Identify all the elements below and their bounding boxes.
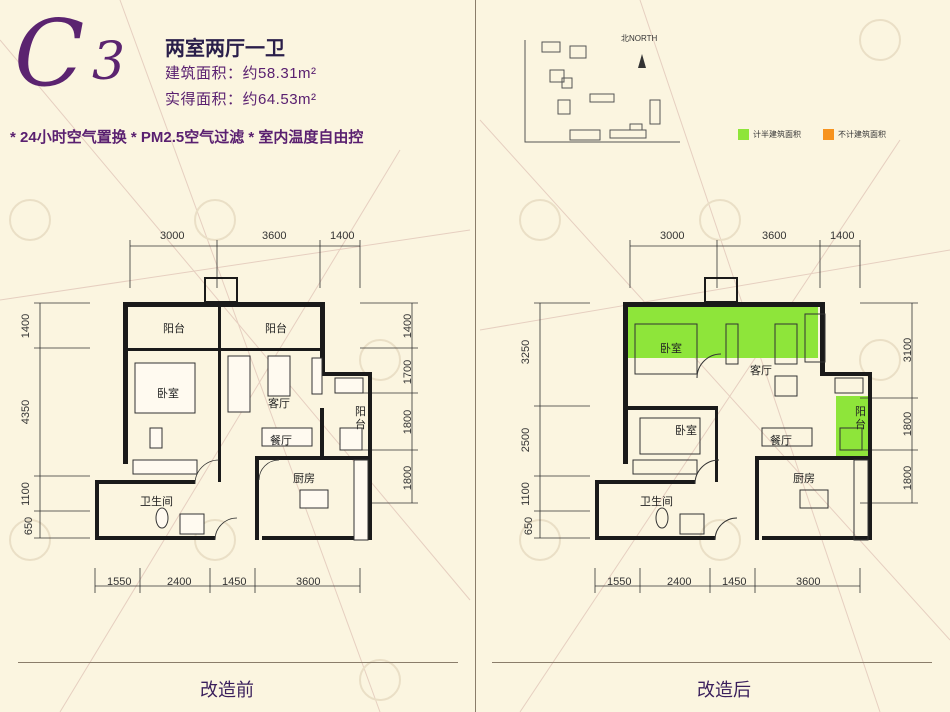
dim-bottom: 1550 bbox=[607, 576, 632, 588]
dim-left: 2500 bbox=[520, 427, 533, 453]
dim-top: 3600 bbox=[262, 230, 287, 242]
center-divider bbox=[475, 0, 476, 712]
caption-before: 改造前 bbox=[200, 680, 254, 700]
dim-top: 1400 bbox=[330, 230, 355, 242]
floor-plan-before: 3000 3600 1400 1550 2400 1450 3600 1400 … bbox=[0, 228, 418, 618]
floor-plan-after: 3000 3600 1400 1550 2400 1450 3600 3250 … bbox=[500, 228, 918, 618]
caption-after: 改造后 bbox=[697, 680, 751, 700]
legend-excluded-area: 不计建筑面积 bbox=[823, 129, 886, 140]
caption-rule bbox=[492, 662, 932, 663]
dim-left: 4350 bbox=[20, 399, 33, 425]
dim-left: 650 bbox=[23, 516, 36, 536]
room-dining: 餐厅 bbox=[270, 435, 292, 447]
room-bedroom: 卧室 bbox=[157, 388, 179, 400]
room-side-balcony: 阳台 bbox=[855, 406, 866, 431]
unit-letter: C bbox=[14, 0, 85, 107]
legend-swatch-green bbox=[738, 129, 749, 140]
dim-bottom: 3600 bbox=[796, 576, 821, 588]
room-dining: 餐厅 bbox=[770, 435, 792, 447]
dim-right: 1800 bbox=[902, 411, 915, 437]
room-bedroom: 卧室 bbox=[675, 425, 697, 437]
dim-bottom: 1450 bbox=[222, 576, 247, 588]
legend-label: 不计建筑面积 bbox=[838, 130, 886, 139]
dim-bottom: 1450 bbox=[722, 576, 747, 588]
room-kitchen: 厨房 bbox=[793, 473, 815, 485]
building-area: 建筑面积：约58.31m² bbox=[165, 65, 317, 82]
dim-bottom: 3600 bbox=[296, 576, 321, 588]
dim-top: 3000 bbox=[660, 230, 685, 242]
dim-right: 1800 bbox=[402, 409, 415, 435]
half-area-highlight bbox=[628, 307, 869, 456]
room-kitchen: 厨房 bbox=[293, 473, 315, 485]
dim-right: 1400 bbox=[402, 313, 415, 339]
dim-left: 1400 bbox=[20, 313, 33, 339]
dim-left: 1100 bbox=[19, 482, 32, 506]
dim-right: 1700 bbox=[402, 359, 415, 385]
dim-top: 3000 bbox=[160, 230, 185, 242]
room-living: 客厅 bbox=[750, 365, 772, 377]
dim-bottom: 1550 bbox=[107, 576, 132, 588]
caption-rule bbox=[18, 662, 458, 663]
features-line: * 24小时空气置换 * PM2.5空气过滤 * 室内温度自由控 bbox=[10, 129, 364, 146]
dim-left: 1100 bbox=[519, 482, 532, 506]
dim-left: 650 bbox=[523, 516, 536, 536]
north-arrow-icon bbox=[638, 54, 646, 68]
dim-right: 1800 bbox=[902, 465, 915, 491]
room-bathroom: 卫生间 bbox=[640, 496, 673, 508]
room-balcony: 阳台 bbox=[265, 323, 287, 335]
room-living: 客厅 bbox=[268, 398, 290, 410]
north-label: 北NORTH bbox=[621, 34, 658, 43]
legend-label: 计半建筑面积 bbox=[753, 130, 801, 139]
room-balcony: 阳台 bbox=[163, 323, 185, 335]
legend-half-area: 计半建筑面积 bbox=[738, 129, 801, 140]
usable-area: 实得面积：约64.53m² bbox=[165, 91, 317, 108]
dim-right: 3100 bbox=[902, 337, 915, 363]
dim-top: 3600 bbox=[762, 230, 787, 242]
unit-number: 3 bbox=[92, 32, 126, 92]
room-bedroom: 卧室 bbox=[660, 343, 682, 355]
unit-type-title: 两室两厅一卫 bbox=[165, 38, 285, 60]
site-map bbox=[524, 40, 680, 143]
dim-bottom: 2400 bbox=[667, 576, 692, 588]
dim-left: 3250 bbox=[520, 339, 533, 365]
room-side-balcony: 阳台 bbox=[355, 406, 366, 431]
dim-bottom: 2400 bbox=[167, 576, 192, 588]
legend-swatch-orange bbox=[823, 129, 834, 140]
dim-top: 1400 bbox=[830, 230, 855, 242]
dim-right: 1800 bbox=[402, 465, 415, 491]
room-bathroom: 卫生间 bbox=[140, 496, 173, 508]
